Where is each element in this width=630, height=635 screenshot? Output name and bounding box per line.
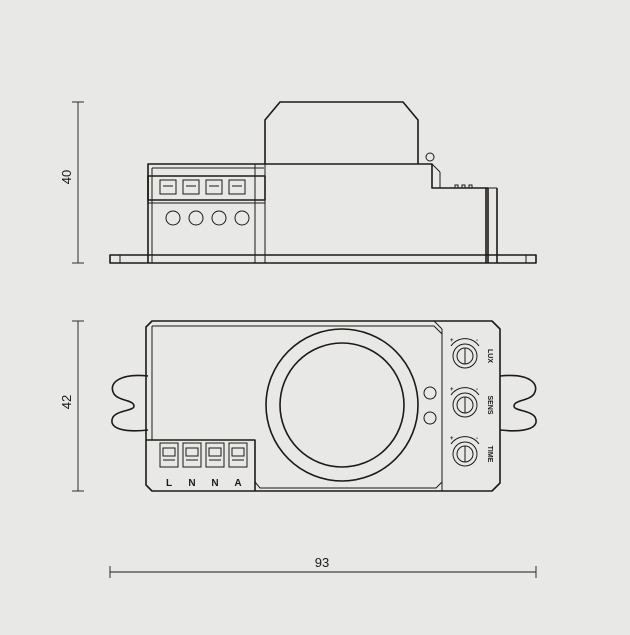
dimension-height: 40 bbox=[59, 101, 84, 264]
side-screw-holes bbox=[165, 210, 250, 226]
sens-knob[interactable]: + - bbox=[450, 387, 480, 418]
side-view bbox=[109, 101, 537, 264]
sensor-lens-outer bbox=[265, 328, 419, 482]
terminal-label-n2: N bbox=[211, 478, 218, 489]
dimension-length: 93 bbox=[109, 555, 537, 578]
side-led bbox=[425, 152, 435, 162]
top-housing bbox=[145, 320, 501, 492]
top-view: L N N A + - + - bbox=[111, 320, 537, 492]
sensor-lens-inner bbox=[279, 342, 405, 468]
dimension-depth: 42 bbox=[59, 320, 84, 492]
terminal-slots bbox=[159, 442, 248, 468]
terminal-label-l: L bbox=[166, 478, 172, 489]
terminal-label-a: A bbox=[234, 478, 241, 489]
right-mounting-tab bbox=[499, 374, 537, 432]
dimension-height-label: 40 bbox=[59, 170, 74, 184]
dimension-depth-label: 42 bbox=[59, 395, 74, 409]
knob-label-time: TIME bbox=[486, 446, 493, 463]
led-indicator-2 bbox=[423, 411, 437, 425]
svg-text:+: + bbox=[450, 338, 454, 344]
side-body bbox=[147, 163, 489, 263]
side-terminal-slots bbox=[159, 179, 246, 195]
top-terminal-block bbox=[146, 439, 256, 491]
knob-label-lux: LUX bbox=[486, 349, 493, 363]
lux-knob[interactable]: + - bbox=[450, 338, 480, 369]
left-mounting-tab bbox=[111, 374, 149, 432]
side-sensor-dome bbox=[264, 101, 419, 164]
led-indicator-1 bbox=[423, 386, 437, 400]
svg-text:+: + bbox=[450, 387, 454, 393]
knob-label-sens: SENS bbox=[486, 395, 493, 414]
svg-text:-: - bbox=[476, 387, 478, 393]
svg-text:-: - bbox=[476, 436, 478, 442]
svg-text:+: + bbox=[450, 436, 454, 442]
svg-text:-: - bbox=[476, 338, 478, 344]
dimension-length-label: 93 bbox=[315, 555, 329, 570]
time-knob[interactable]: + - bbox=[450, 436, 480, 467]
terminal-label-n1: N bbox=[188, 478, 195, 489]
side-base-flange bbox=[109, 254, 537, 264]
